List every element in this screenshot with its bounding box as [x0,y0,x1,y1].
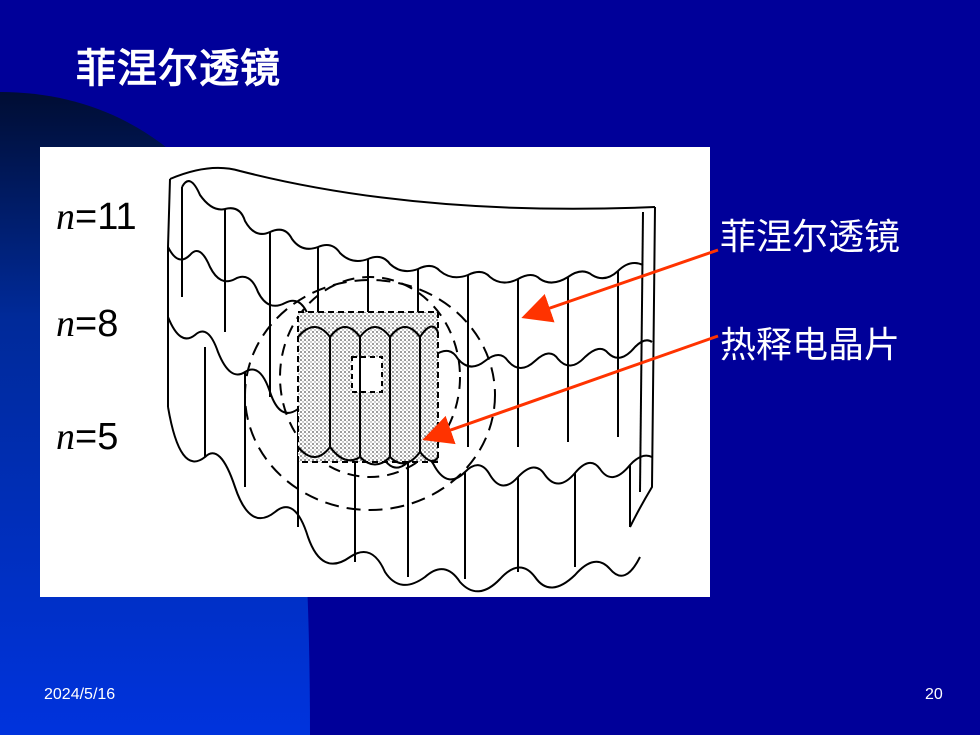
fresnel-lens-drawing [167,166,656,593]
label-n8: n=8 [56,302,118,346]
label-n11-value: =11 [75,196,137,238]
slide-title: 菲涅尔透镜 [76,46,281,92]
lens-arrow [521,248,719,323]
label-n5-value: =5 [75,416,119,458]
label-n11: n=11 [56,195,137,239]
slide-date: 2024/5/16 [44,686,116,703]
label-n5-var: n [56,416,75,458]
callout-crystal: 热释电晶片 [720,325,901,366]
slide-page-number: 20 [925,686,943,703]
label-n8-var: n [56,303,75,345]
label-n5: n=5 [56,415,118,459]
callout-lens: 菲涅尔透镜 [720,217,901,258]
label-n11-var: n [56,196,75,238]
crystal-arrow [422,334,719,445]
label-n8-value: =8 [75,303,119,345]
fresnel-lens-figure: n=11 n=8 n=5 [40,147,710,597]
